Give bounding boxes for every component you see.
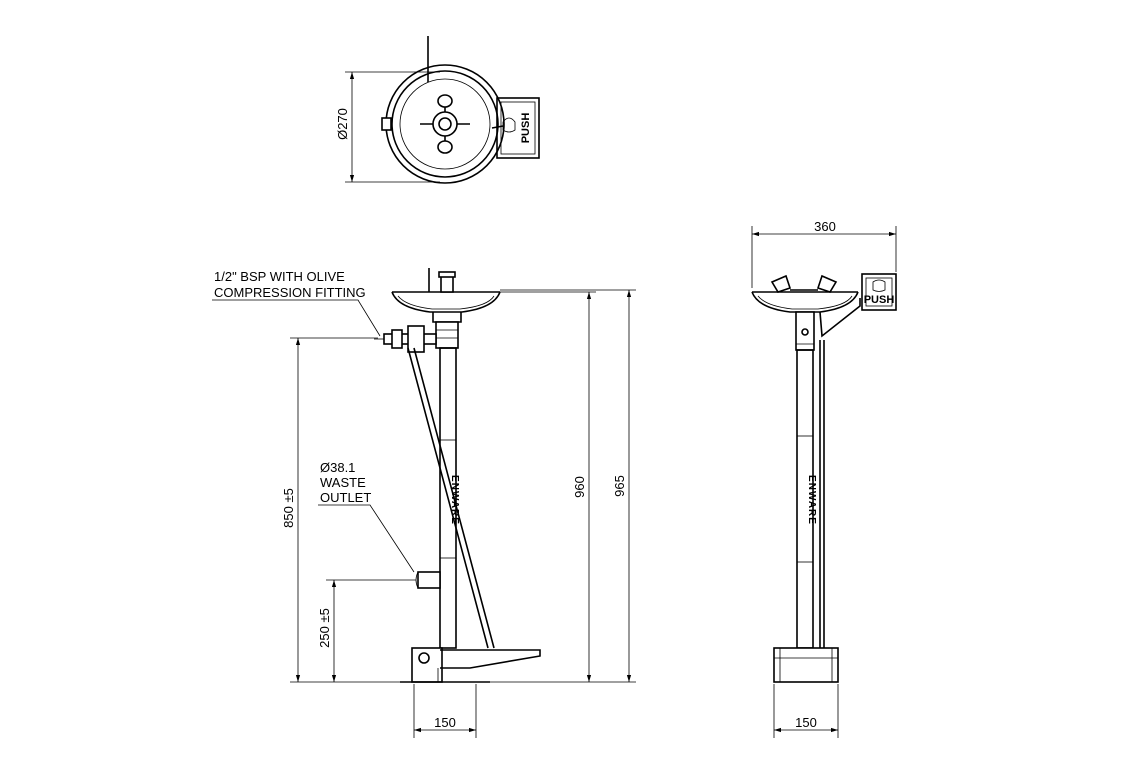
dim-front-inlet-height: 850 ±5 (281, 488, 296, 528)
dim-top-diameter: Ø270 (335, 108, 350, 140)
dim-front-base-width: 150 (434, 715, 456, 730)
dim-side-base-width: 150 (795, 715, 817, 730)
note-waste-line3: OUTLET (320, 490, 371, 505)
note-inlet-line2: COMPRESSION FITTING (214, 285, 366, 300)
front-view: ENWARE 1/2" BSP WITH OLIVE COMPRESSION F… (212, 268, 636, 738)
side-push-label: PUSH (864, 294, 895, 306)
dim-front-waste-height: 250 ±5 (317, 608, 332, 648)
note-waste-line1: Ø38.1 (320, 460, 355, 475)
dim-front-total-height: 965 (612, 475, 627, 497)
dim-side-width: 360 (814, 219, 836, 234)
dim-front-bowl-height: 960 (572, 476, 587, 498)
note-waste-line2: WASTE (320, 475, 366, 490)
side-view: PUSH ENWARE 360 150 (751, 219, 897, 738)
top-push-label: PUSH (520, 113, 532, 144)
note-inlet-line1: 1/2" BSP WITH OLIVE (214, 269, 345, 284)
top-view: PUSH Ø270 (335, 36, 540, 184)
side-brand-label: ENWARE (806, 475, 817, 525)
